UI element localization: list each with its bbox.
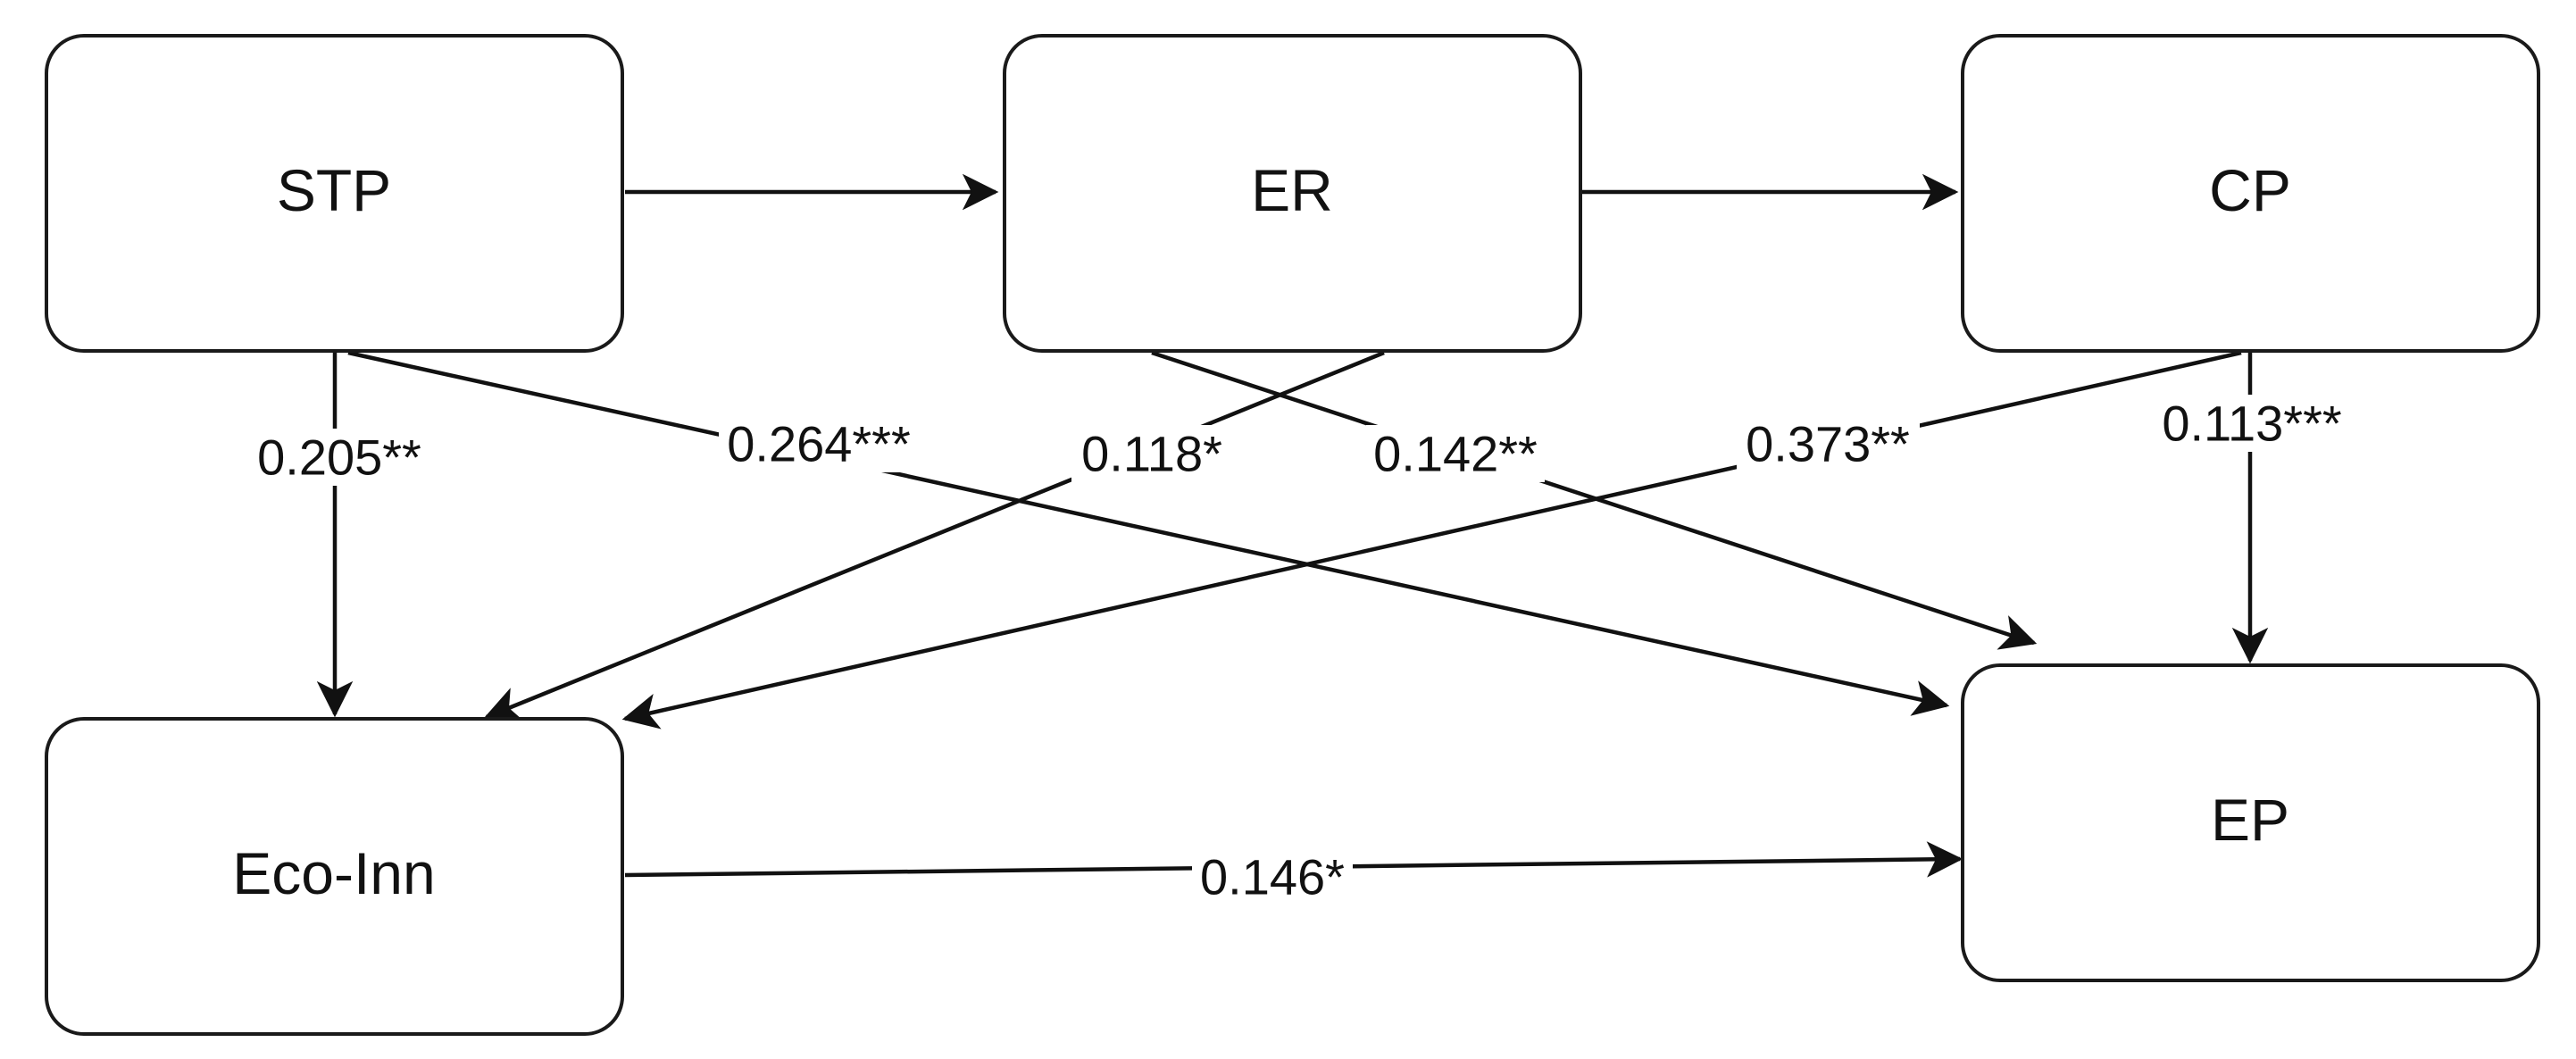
edge-label-stp-ep: 0.264***: [719, 415, 920, 472]
node-label-eco-inn: Eco-Inn: [232, 840, 435, 906]
coefficient-label: 0.264***: [727, 416, 911, 472]
coefficient-label: 0.142**: [1373, 426, 1538, 482]
node-label-ep: EP: [2211, 787, 2289, 853]
node-cp: CP: [1961, 34, 2540, 353]
node-ep: EP: [1961, 663, 2540, 982]
edge-stp-to-ep: [347, 350, 1950, 716]
node-label-cp: CP: [2209, 157, 2291, 223]
edge-label-eco-inn-ep: 0.146*: [1192, 848, 1353, 905]
node-stp: STP: [45, 34, 624, 353]
coefficient-label: 0.113***: [2162, 396, 2341, 452]
coefficient-label: 0.205**: [257, 429, 421, 486]
coefficient-label: 0.373**: [1746, 416, 1910, 472]
edge-er-to-eco-inn: [483, 350, 1385, 721]
edge-label-er-eco-inn: 0.118*: [1071, 425, 1232, 482]
edge-cp-to-eco-inn: [621, 350, 2242, 730]
edge-label-cp-ep: 0.113***: [2156, 395, 2348, 452]
edge-label-stp-eco-inn: 0.205**: [246, 429, 433, 486]
edge-label-cp-eco-inn: 0.373**: [1737, 415, 1920, 472]
edge-label-er-ep: 0.142**: [1366, 425, 1545, 482]
node-er: ER: [1003, 34, 1582, 353]
node-label-er: ER: [1251, 157, 1333, 223]
edge-labels: 0.205** 0.264*** 0.118* 0.142** 0.373** …: [246, 395, 2348, 905]
node-eco-inn: Eco-Inn: [45, 717, 624, 1036]
coefficient-label: 0.146*: [1200, 849, 1345, 905]
coefficient-label: 0.118*: [1081, 426, 1222, 482]
node-label-stp: STP: [277, 157, 391, 223]
